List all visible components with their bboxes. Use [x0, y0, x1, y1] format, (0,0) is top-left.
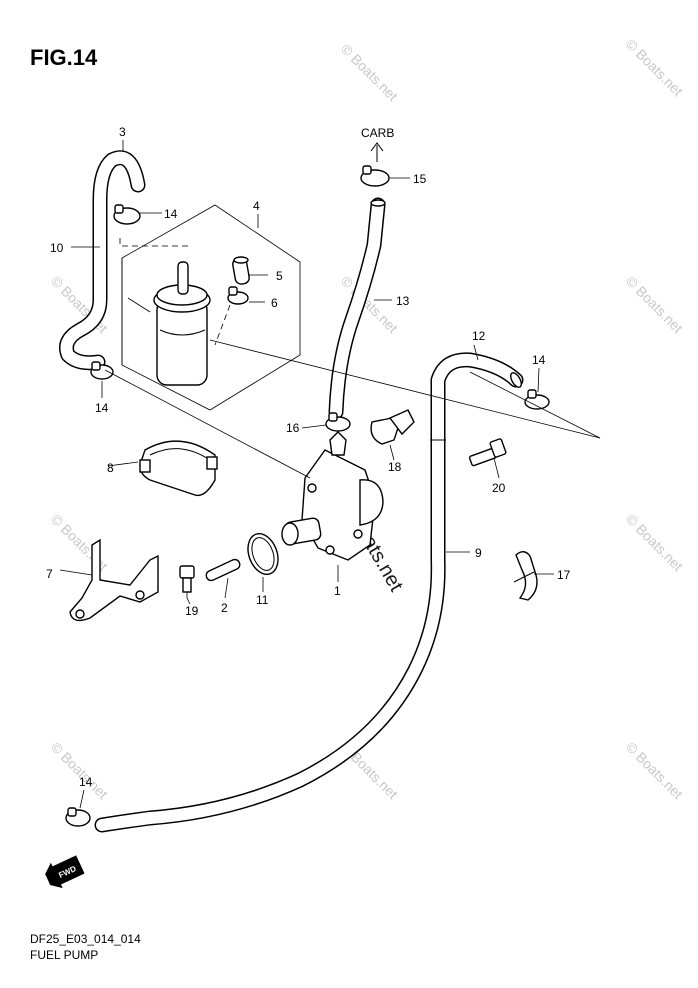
callout-4[interactable]: 4: [253, 199, 260, 213]
callout-15[interactable]: 15: [413, 172, 427, 186]
callout-14-bottom[interactable]: 14: [79, 775, 93, 789]
watermark: © Boats.net: [48, 511, 111, 574]
o-ring-11[interactable]: [243, 529, 284, 578]
callout-14-left[interactable]: 14: [95, 401, 109, 415]
figure-code: DF25_E03_014_014: [30, 932, 141, 946]
callout-6[interactable]: 6: [271, 296, 278, 310]
watermark: © Boats.net: [48, 739, 111, 802]
carb-label: CARB: [361, 126, 394, 140]
watermark: © Boats.net: [623, 739, 686, 802]
callout-16[interactable]: 16: [286, 421, 300, 435]
callout-17[interactable]: 17: [557, 568, 571, 582]
bracket-8[interactable]: [139, 440, 218, 497]
figure-name: FUEL PUMP: [30, 948, 98, 962]
callout-14-right[interactable]: 14: [532, 353, 546, 367]
clip-16[interactable]: [325, 412, 351, 432]
callout-7[interactable]: 7: [46, 567, 53, 581]
callout-11[interactable]: 11: [256, 593, 269, 607]
clip-18[interactable]: [370, 409, 415, 445]
callout-10[interactable]: 10: [50, 241, 64, 255]
pin-2[interactable]: [205, 558, 242, 582]
clip-6[interactable]: [227, 286, 249, 305]
callout-2[interactable]: 2: [221, 601, 228, 615]
hose-9-12[interactable]: [94, 352, 524, 833]
watermark: © Boats.net: [338, 41, 401, 104]
callout-5[interactable]: 5: [276, 269, 283, 283]
figure-title: FIG.14: [30, 45, 98, 70]
carb-arrow: CARB: [361, 126, 394, 162]
filter-assembly-box: [119, 204, 301, 411]
clip-14-right[interactable]: [524, 389, 550, 410]
watermark: © Boats.net: [623, 511, 686, 574]
clip-17[interactable]: [513, 551, 538, 601]
callouts: 1 2 3 4 5 6 7 8 9 10 11 12 13 14 14 14 1…: [46, 125, 571, 789]
callout-8[interactable]: 8: [107, 461, 114, 475]
fwd-arrow-icon: FWD: [45, 855, 85, 889]
clip-15[interactable]: [360, 165, 390, 187]
hose-13[interactable]: [328, 197, 386, 420]
plate-7[interactable]: [69, 538, 159, 622]
clip-14-upper[interactable]: [113, 204, 141, 225]
callout-19[interactable]: 19: [185, 604, 199, 618]
callout-13[interactable]: 13: [396, 294, 410, 308]
watermarks: © Boats.net © Boats.net © Boats.net © Bo…: [48, 36, 686, 802]
bolt-19[interactable]: [179, 565, 195, 598]
fuel-filter[interactable]: [153, 261, 211, 386]
hose-10[interactable]: [59, 150, 146, 371]
callout-14-upper[interactable]: 14: [164, 207, 178, 221]
watermark: © Boats.net: [623, 273, 686, 336]
bolt-20[interactable]: [468, 438, 507, 467]
callout-9[interactable]: 9: [475, 546, 482, 560]
callout-3[interactable]: 3: [119, 125, 126, 139]
callout-18[interactable]: 18: [388, 460, 402, 474]
callout-20[interactable]: 20: [492, 481, 506, 495]
small-hose-5[interactable]: [232, 256, 250, 285]
watermark: © Boats.net: [623, 36, 686, 99]
clip-14-left[interactable]: [90, 361, 114, 380]
callout-1[interactable]: 1: [334, 584, 341, 598]
fuel-pump[interactable]: [281, 431, 384, 561]
leader-lines: [59, 140, 601, 809]
callout-12[interactable]: 12: [472, 329, 486, 343]
clip-14-bottom[interactable]: [65, 807, 91, 827]
